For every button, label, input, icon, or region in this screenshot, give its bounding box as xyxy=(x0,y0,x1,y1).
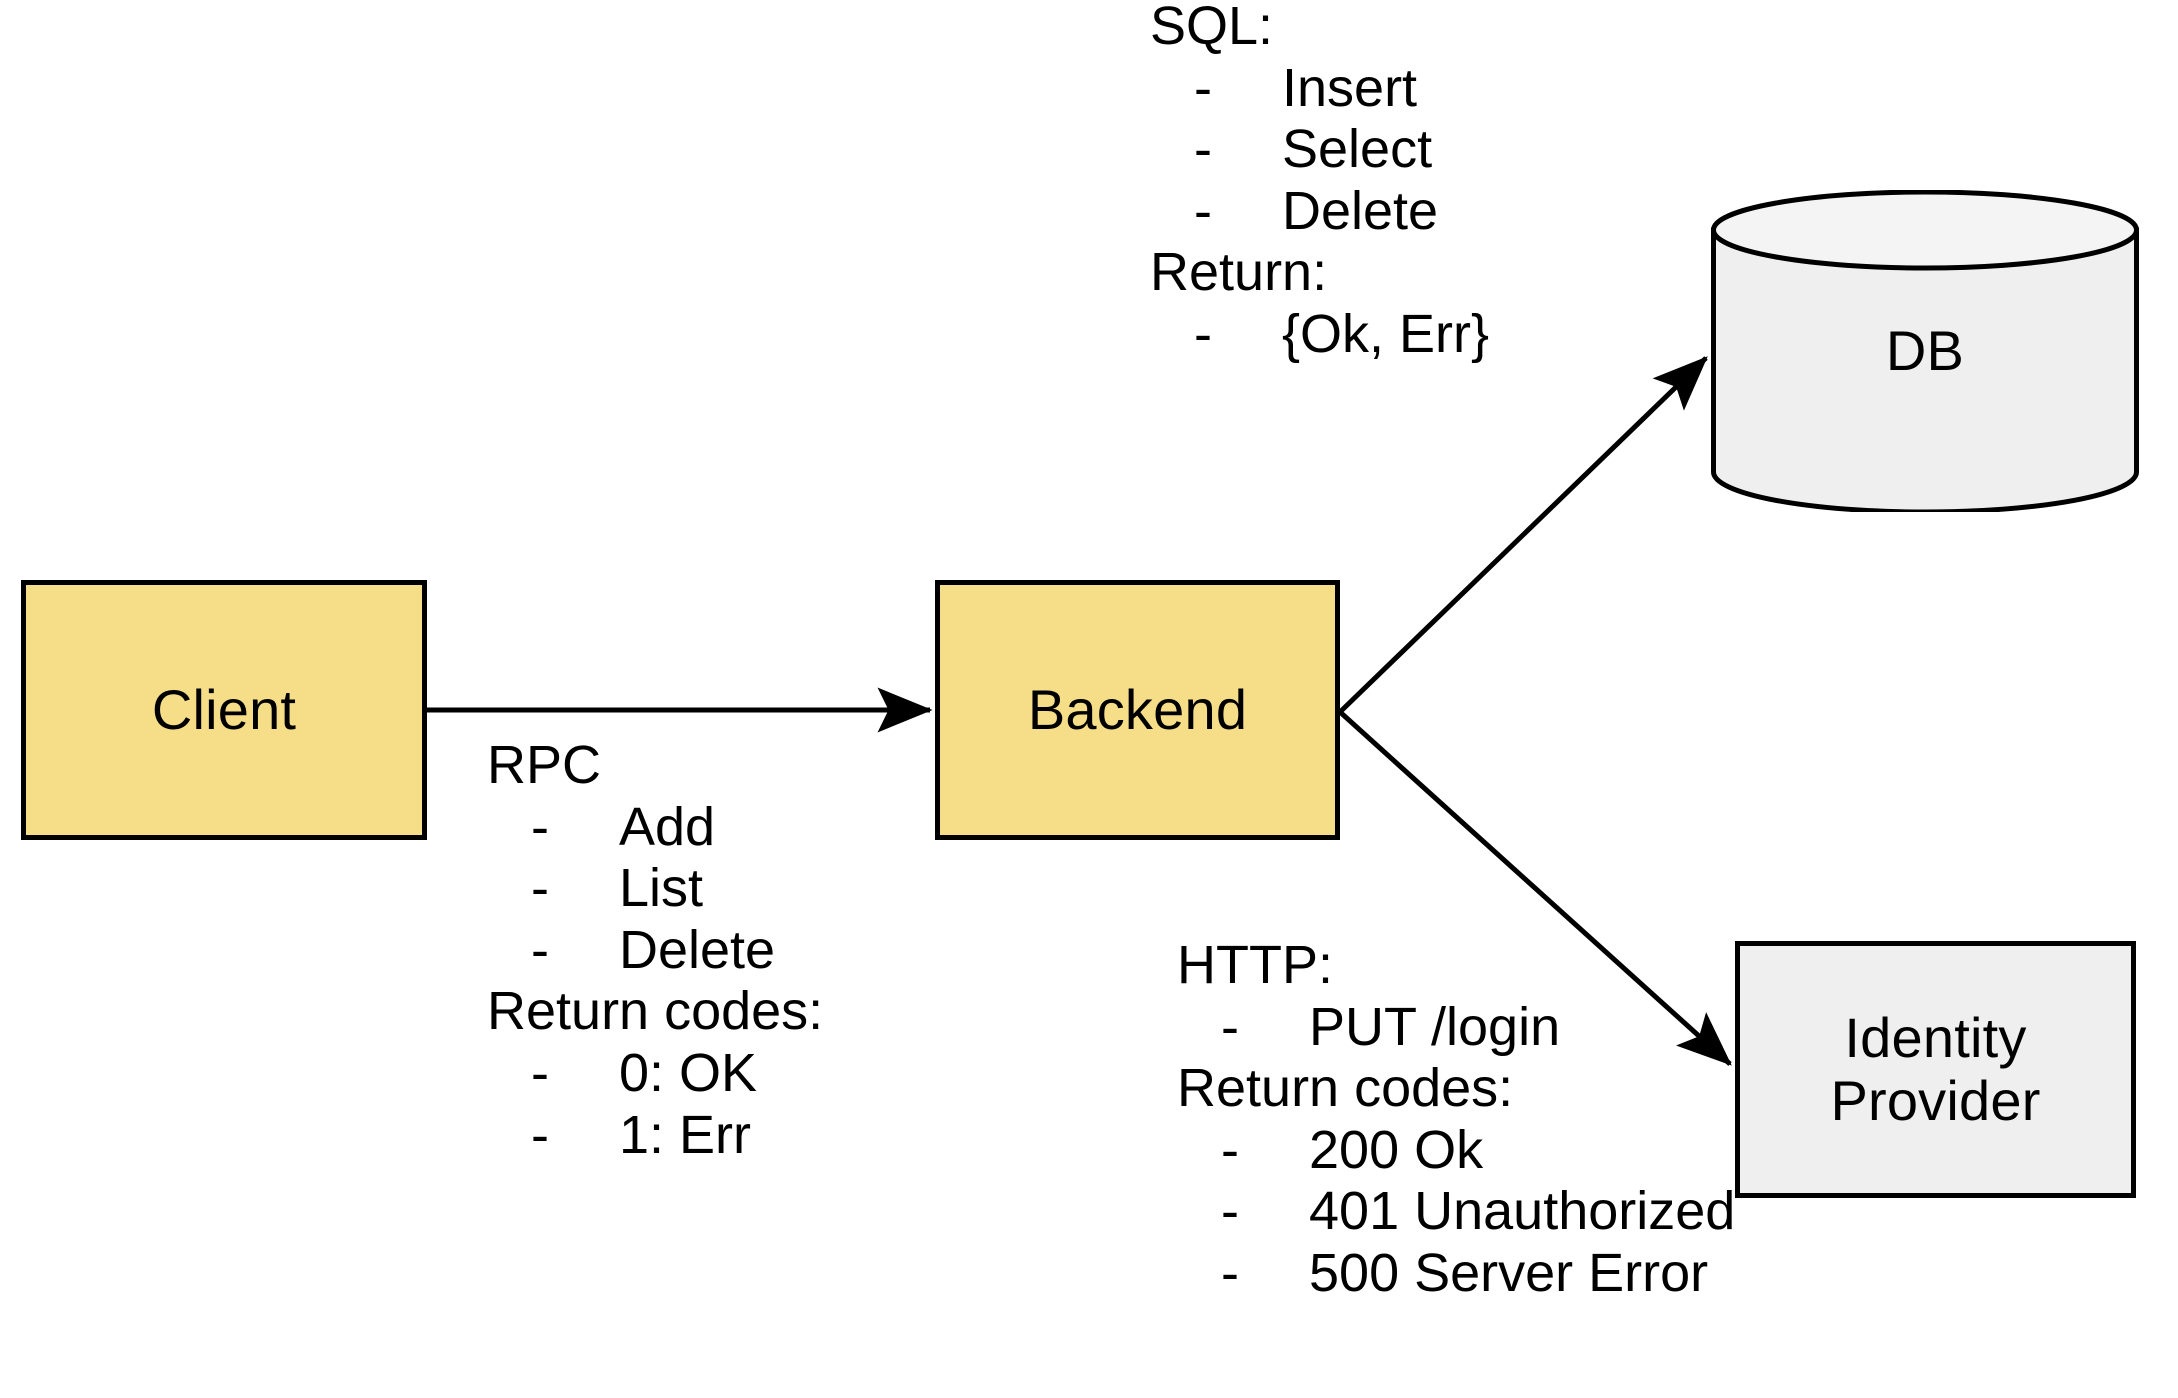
cylinder-shape xyxy=(1711,190,2139,512)
node-database[interactable]: DB xyxy=(1711,190,2139,512)
bullet-label: Delete xyxy=(619,919,776,980)
bullet-label: 401 Unauthorized xyxy=(1309,1181,1736,1242)
annotation-http-heading: HTTP: xyxy=(1177,935,1333,995)
annotation-sql: SQL: - Insert - Select - Delete Return: … xyxy=(1150,0,1489,366)
node-identity-provider-label: Identity Provider xyxy=(1830,1005,2041,1132)
node-identity-provider[interactable]: Identity Provider xyxy=(1735,941,2136,1198)
annotation-sql-heading: SQL: xyxy=(1150,0,1274,56)
bullet-label: Select xyxy=(1282,119,1433,180)
bullet-dash: - xyxy=(531,796,549,857)
node-backend-label: Backend xyxy=(1027,677,1248,741)
annotation-rpc-item: - Add xyxy=(487,797,823,859)
annotation-sql-item: - Delete xyxy=(1150,181,1489,243)
annotation-rpc-heading: RPC xyxy=(487,735,602,795)
annotation-http-return-item: - 500 Server Error xyxy=(1177,1243,1735,1305)
annotation-http-item: - PUT /login xyxy=(1177,997,1735,1059)
annotation-sql-item: - Insert xyxy=(1150,58,1489,120)
bullet-dash: - xyxy=(531,1104,549,1165)
bullet-dash: - xyxy=(1221,1119,1239,1180)
bullet-label: 200 Ok xyxy=(1309,1119,1484,1180)
annotation-http-return-item: - 200 Ok xyxy=(1177,1120,1735,1182)
annotation-sql-return-item: - {Ok, Err} xyxy=(1150,304,1489,366)
edge-backend-to-db xyxy=(1338,356,1708,714)
bullet-dash: - xyxy=(531,919,549,980)
bullet-dash: - xyxy=(531,1043,549,1104)
bullet-label: Insert xyxy=(1282,57,1418,118)
annotation-rpc-return-item: - 1: Err xyxy=(487,1105,823,1167)
annotation-sql-item: - Select xyxy=(1150,119,1489,181)
bullet-dash: - xyxy=(1194,57,1212,118)
bullet-dash: - xyxy=(1194,119,1212,180)
bullet-dash: - xyxy=(1194,304,1212,365)
annotation-rpc-item: - Delete xyxy=(487,920,823,982)
node-client-label: Client xyxy=(151,677,297,741)
annotation-http-return-item: - 401 Unauthorized xyxy=(1177,1181,1735,1243)
annotation-http-returns-heading: Return codes: xyxy=(1177,1058,1514,1119)
node-backend[interactable]: Backend xyxy=(935,580,1340,840)
bullet-label: Add xyxy=(619,796,716,857)
annotation-rpc-returns-heading: Return codes: xyxy=(487,981,824,1042)
annotation-sql-returns-heading: Return: xyxy=(1150,242,1328,303)
bullet-label: Delete xyxy=(1282,180,1439,241)
bullet-label: List xyxy=(619,858,704,919)
annotation-rpc-item: - List xyxy=(487,858,823,920)
annotation-http: HTTP: - PUT /login Return codes: - 200 O… xyxy=(1177,935,1735,1305)
annotation-rpc-return-item: - 0: OK xyxy=(487,1043,823,1105)
bullet-dash: - xyxy=(1221,996,1239,1057)
bullet-label: 0: OK xyxy=(619,1043,758,1104)
node-client[interactable]: Client xyxy=(21,580,427,840)
bullet-dash: - xyxy=(531,858,549,919)
bullet-dash: - xyxy=(1221,1243,1239,1304)
bullet-label: 500 Server Error xyxy=(1309,1243,1709,1304)
bullet-dash: - xyxy=(1194,180,1212,241)
bullet-dash: - xyxy=(1221,1181,1239,1242)
bullet-label: {Ok, Err} xyxy=(1282,304,1490,365)
node-database-label: DB xyxy=(1885,318,1965,382)
annotation-rpc: RPC - Add - List - Delete Return codes: … xyxy=(487,735,823,1166)
bullet-label: 1: Err xyxy=(619,1104,752,1165)
bullet-label: PUT /login xyxy=(1309,996,1561,1057)
